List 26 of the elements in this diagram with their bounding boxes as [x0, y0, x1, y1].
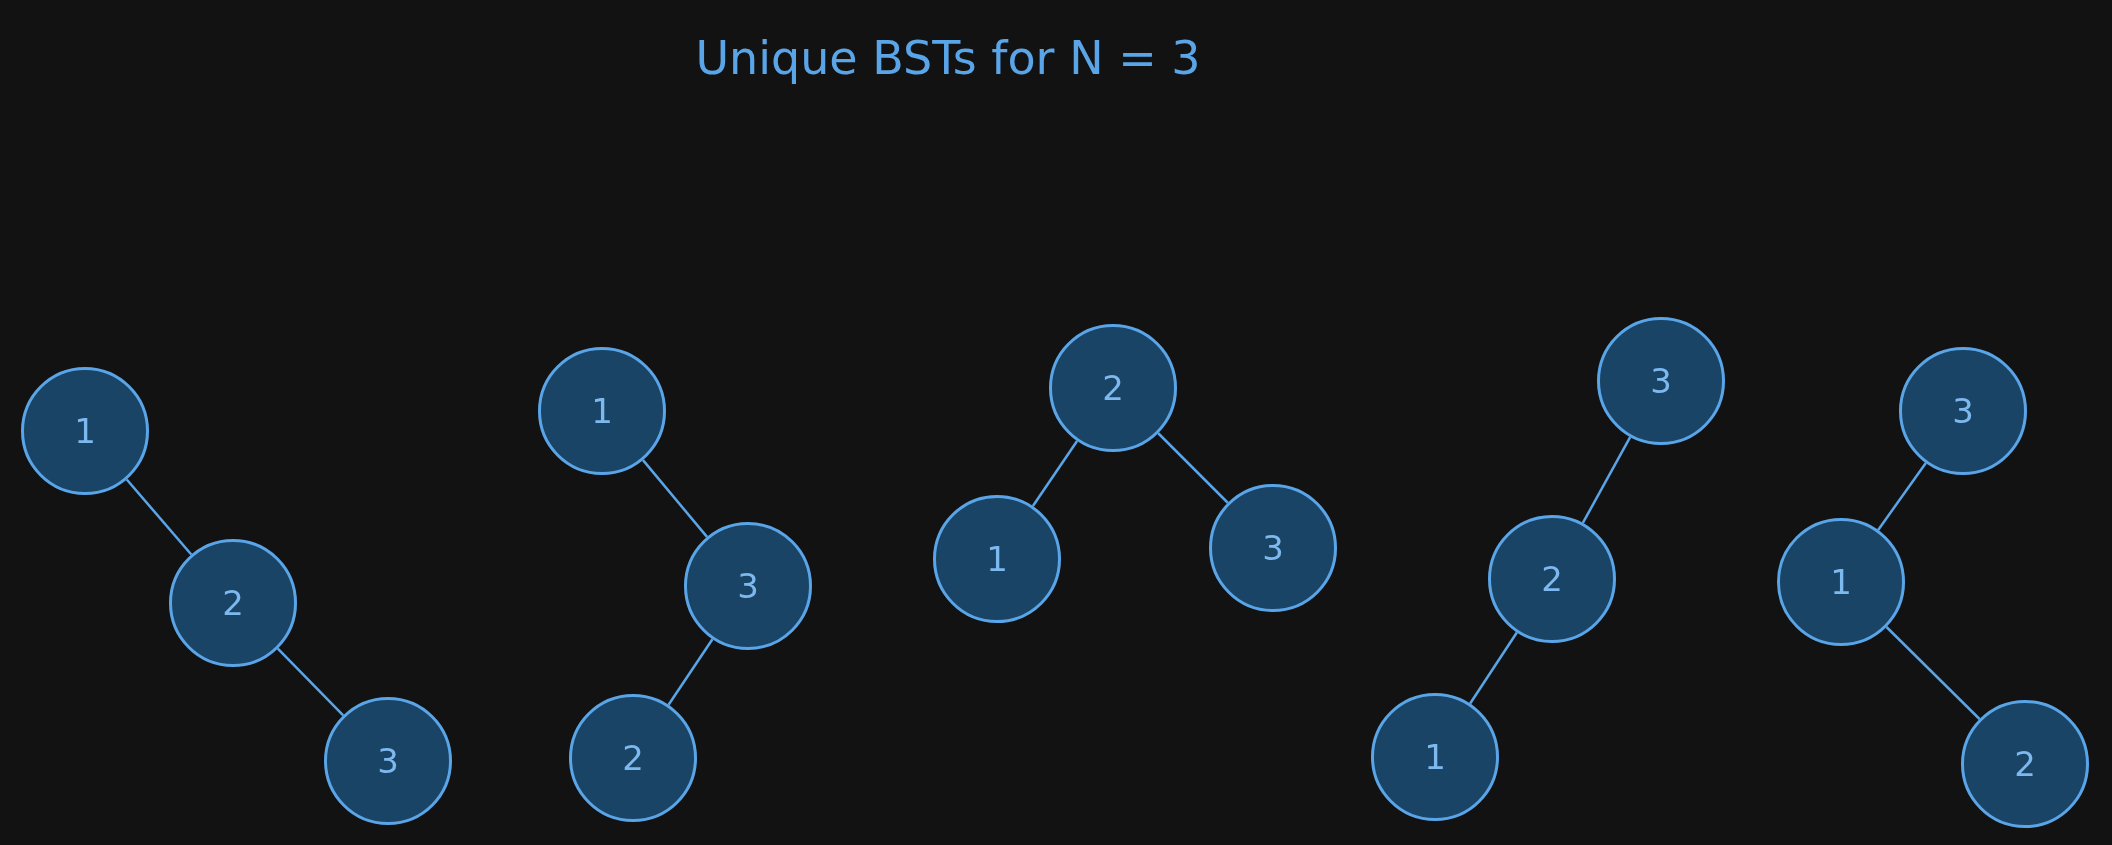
title: Unique BSTs for N = 3 [694, 30, 1202, 87]
node-value: 1 [74, 409, 96, 453]
tree-edge [1157, 432, 1229, 504]
tree-edge [276, 647, 345, 717]
tree-edge [667, 638, 714, 706]
node-value: 3 [737, 564, 759, 608]
tree-edge [1877, 462, 1927, 531]
tree-edge [1031, 440, 1079, 507]
tree-edge [125, 478, 193, 556]
node-value: 1 [1424, 735, 1446, 779]
node-value: 3 [377, 739, 399, 783]
node-value: 2 [1102, 366, 1124, 410]
node-value: 3 [1952, 389, 1974, 433]
node-value: 3 [1650, 359, 1672, 403]
node-value: 2 [1541, 557, 1563, 601]
tree-edge [642, 459, 708, 538]
node-value: 2 [2014, 742, 2036, 786]
node-value: 2 [222, 581, 244, 625]
tree-edge [1885, 626, 1981, 720]
node-value: 3 [1262, 526, 1284, 570]
tree-edge [1581, 436, 1632, 524]
node-value: 2 [622, 736, 644, 780]
node-value: 1 [986, 537, 1008, 581]
tree-edge [1469, 631, 1518, 705]
node-value: 1 [591, 389, 613, 433]
node-value: 1 [1830, 560, 1852, 604]
